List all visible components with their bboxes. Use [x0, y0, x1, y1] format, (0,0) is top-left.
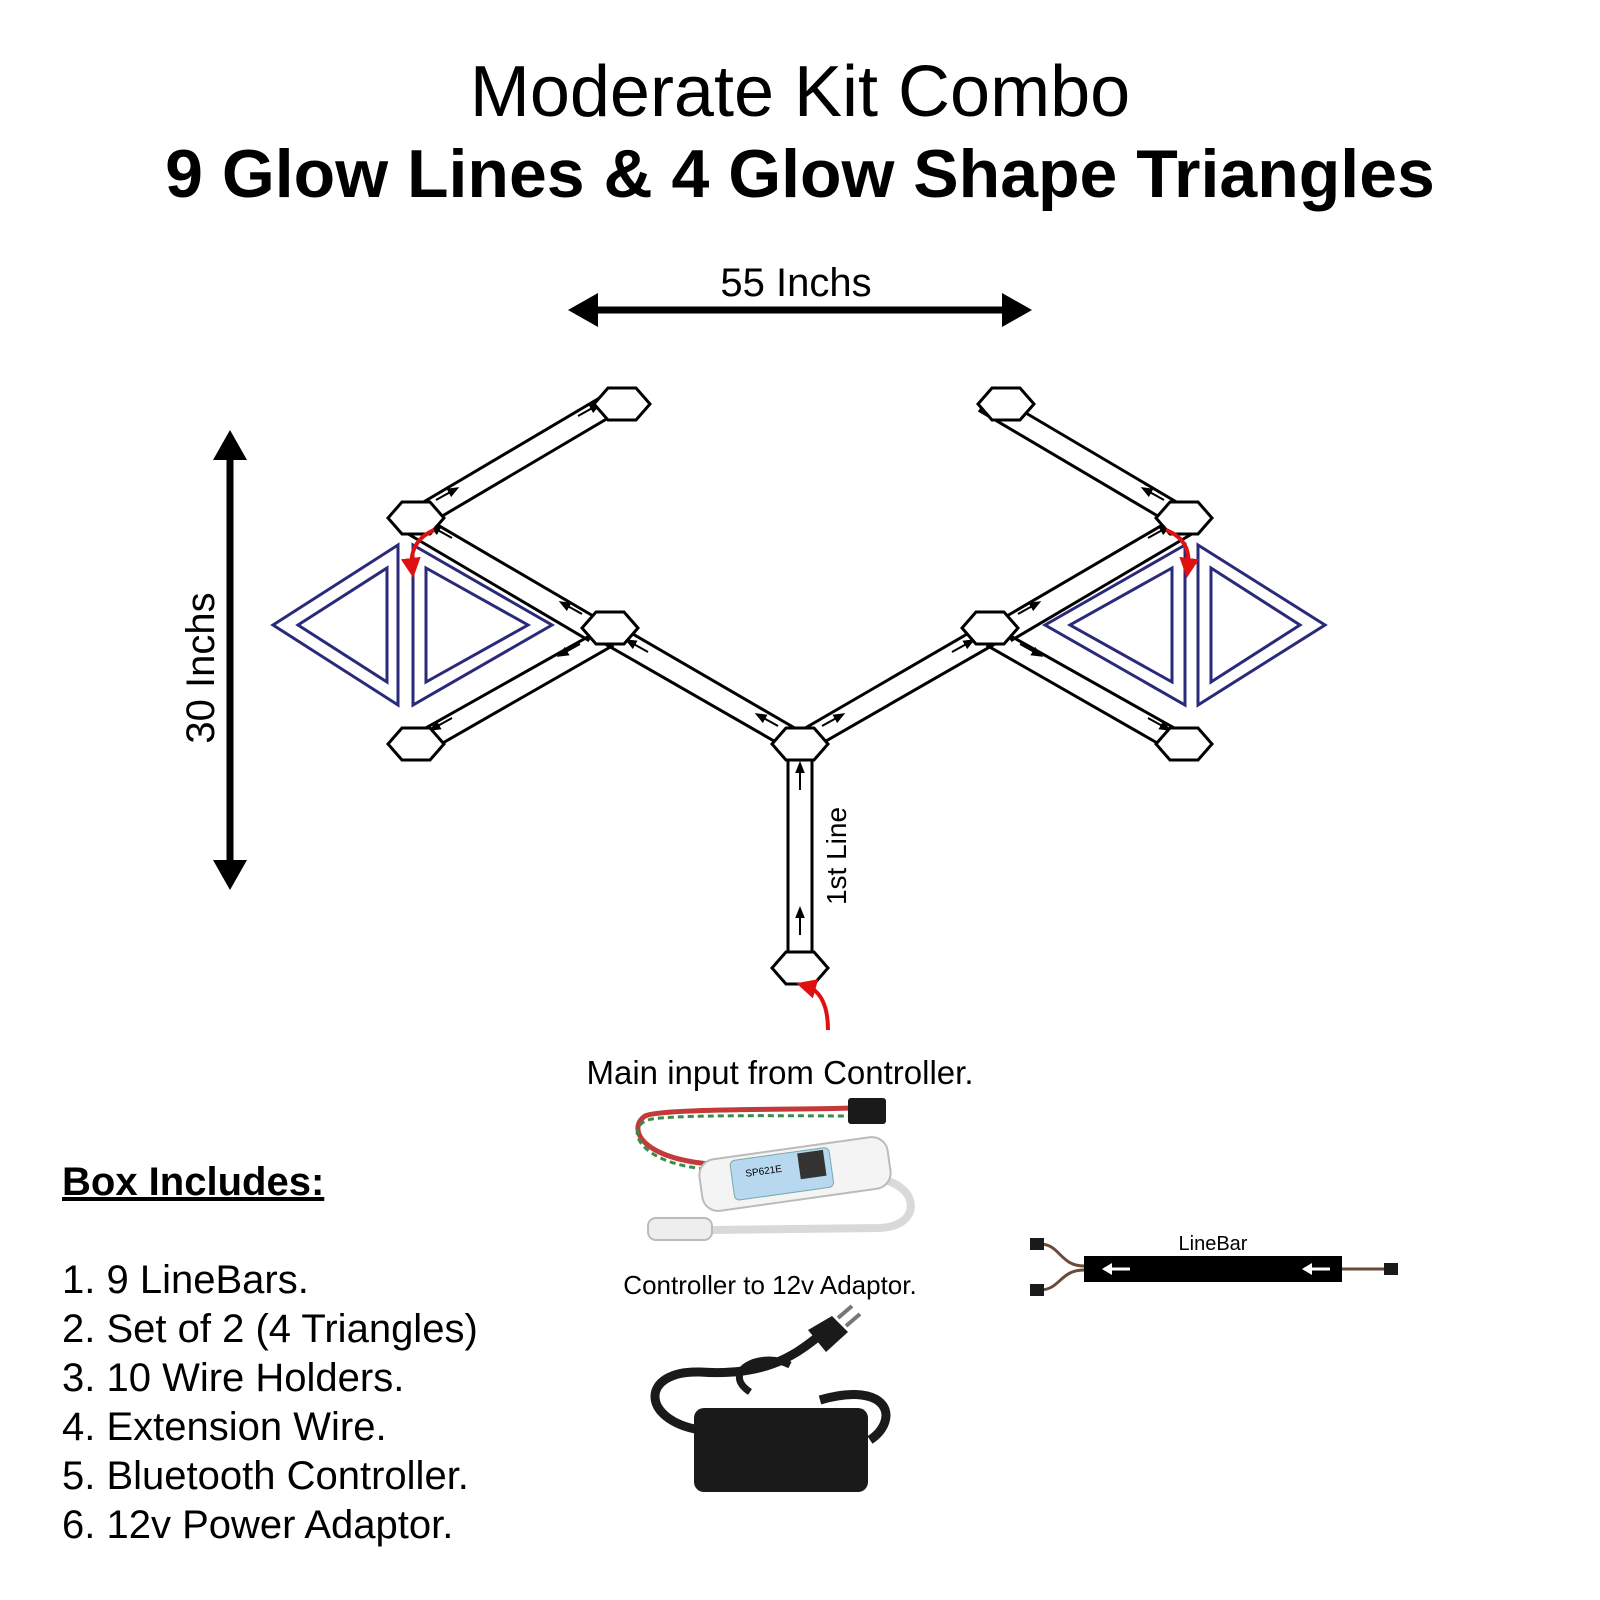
- hex-connector-icon: [386, 726, 446, 762]
- curved-arrow-icon: [796, 979, 830, 1031]
- width-label: 55 Inchs: [720, 261, 871, 305]
- triangle-left-outer: [270, 542, 400, 708]
- list-item: 6. 12v Power Adaptor.: [62, 1503, 454, 1547]
- triangle-left-inner: [1066, 565, 1174, 685]
- arrow-icon: [1017, 601, 1042, 615]
- hex-connector-icon: [770, 950, 830, 986]
- arrow-icon: [428, 525, 453, 539]
- arrow-icon: [558, 601, 583, 615]
- linebar-8: [407, 390, 623, 531]
- list-item: 2. Set of 2 (4 Triangles): [62, 1307, 478, 1351]
- triangle-right-inner: [424, 565, 532, 685]
- adaptor-brick-icon: [694, 1408, 868, 1492]
- arrow-icon: [951, 639, 976, 653]
- qr-code-icon: [797, 1149, 827, 1180]
- kit-subtitle: 9 Glow Lines & 4 Glow Shape Triangles: [165, 136, 1435, 212]
- arrow-icon: [754, 713, 779, 727]
- triangle-set-left: [270, 542, 556, 708]
- hex-connector-icon: [580, 610, 640, 646]
- triangle-set-right: [1041, 542, 1328, 708]
- arrow-down-icon: [213, 860, 247, 890]
- flow-direction-arrows: [428, 403, 1172, 935]
- arrow-left-icon: [568, 293, 598, 327]
- glow-lines: [395, 390, 1205, 962]
- hex-connector-icon: [976, 386, 1036, 422]
- first-line-label: 1st Line: [821, 807, 852, 905]
- wire-holders: [386, 386, 1214, 986]
- list-item: 5. Bluetooth Controller.: [62, 1454, 469, 1498]
- curved-arrow-icon: [400, 528, 435, 578]
- arrow-icon: [624, 639, 649, 653]
- power-adaptor-image: [650, 1304, 891, 1492]
- arrow-left-icon: [1302, 1263, 1330, 1275]
- triangle-left-outer: [1041, 542, 1187, 708]
- height-dimension: 30 Inchs: [179, 430, 247, 890]
- svg-text:SP621E: SP621E: [745, 1164, 783, 1180]
- list-item: 3. 10 Wire Holders.: [62, 1356, 405, 1400]
- adaptor-caption: Controller to 12v Adaptor.: [623, 1270, 917, 1300]
- linebar-image: LineBar: [1030, 1233, 1398, 1296]
- box-includes-list: 1. 9 LineBars. 2. Set of 2 (4 Triangles)…: [62, 1256, 478, 1550]
- arrow-up-icon: [213, 430, 247, 460]
- arrow-icon: [577, 403, 602, 417]
- arrow-left-icon: [1102, 1263, 1130, 1275]
- connector-plug-icon: [1384, 1263, 1398, 1275]
- hex-connector-icon: [386, 500, 446, 536]
- kit-title: Moderate Kit Combo: [469, 52, 1131, 132]
- arrow-icon: [1140, 487, 1165, 501]
- arrow-icon: [1147, 525, 1172, 539]
- height-label: 30 Inchs: [179, 592, 223, 743]
- hex-connector-icon: [1154, 500, 1214, 536]
- connector-plug-icon: [1030, 1238, 1044, 1250]
- triangle-left-inner: [295, 565, 389, 685]
- connector-plug-icon: [848, 1098, 886, 1124]
- hex-connector-icon: [592, 386, 652, 422]
- linebar-label: LineBar: [1179, 1233, 1248, 1255]
- arrow-icon: [556, 643, 581, 657]
- width-dimension: 55 Inchs: [568, 261, 1032, 327]
- triangle-right-inner: [1209, 565, 1303, 685]
- hex-connector-icon: [770, 726, 830, 762]
- hex-connector-icon: [1154, 726, 1214, 762]
- arrow-icon: [821, 713, 846, 727]
- bluetooth-controller-image: SP621E: [635, 1098, 915, 1241]
- arrow-right-icon: [1002, 293, 1032, 327]
- main-input-caption: Main input from Controller.: [586, 1054, 974, 1091]
- arrow-icon: [1019, 643, 1044, 657]
- plug-icon: [808, 1316, 848, 1352]
- input-flow-arrows: [400, 528, 1200, 1031]
- arrow-icon: [428, 717, 453, 731]
- arrow-icon: [435, 487, 460, 501]
- triangle-right-outer: [1196, 542, 1328, 708]
- hex-connector-icon: [960, 610, 1020, 646]
- list-item: 4. Extension Wire.: [62, 1405, 387, 1449]
- connector-plug-icon: [1030, 1284, 1044, 1296]
- triangle-right-outer: [411, 542, 556, 708]
- curved-arrow-icon: [1165, 528, 1200, 578]
- list-item: 1. 9 LineBars.: [62, 1258, 309, 1302]
- dc-jack-icon: [647, 1217, 713, 1241]
- box-includes-title: Box Includes:: [62, 1160, 325, 1204]
- arrow-icon: [1147, 717, 1172, 731]
